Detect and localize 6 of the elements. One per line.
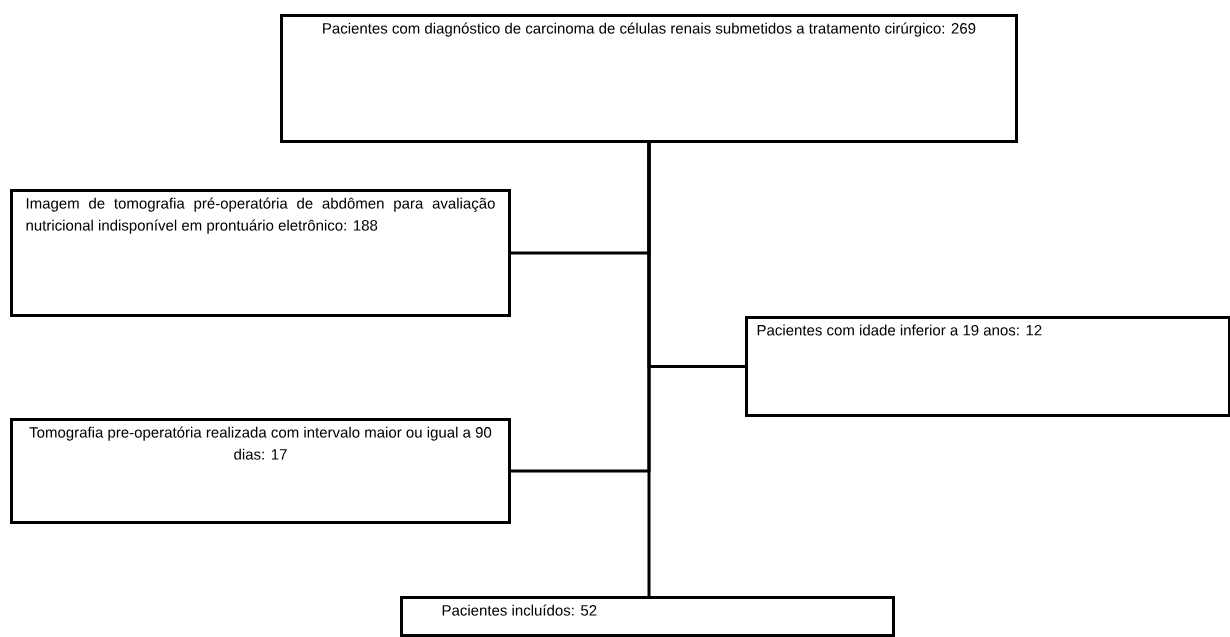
- flow-box: Tomografia pre-operatória realizada com intervalo maior ou igual a 90 dias: 17: [10, 418, 511, 524]
- flow-box: Pacientes com diagnóstico de carcinoma de células renais submetidos a tratamento cirúrgico: 269: [280, 14, 1018, 143]
- flow-box: Pacientes com idade inferior a 19 anos: 12: [745, 316, 1230, 417]
- flow-box: Pacientes incluídos: 52: [400, 596, 895, 637]
- connector-line: [647, 143, 651, 596]
- flow-box: Imagem de tomografia pré-operatória de abdômen para avaliação nutricional indisponível em prontuário eletrônico: 188: [10, 189, 511, 317]
